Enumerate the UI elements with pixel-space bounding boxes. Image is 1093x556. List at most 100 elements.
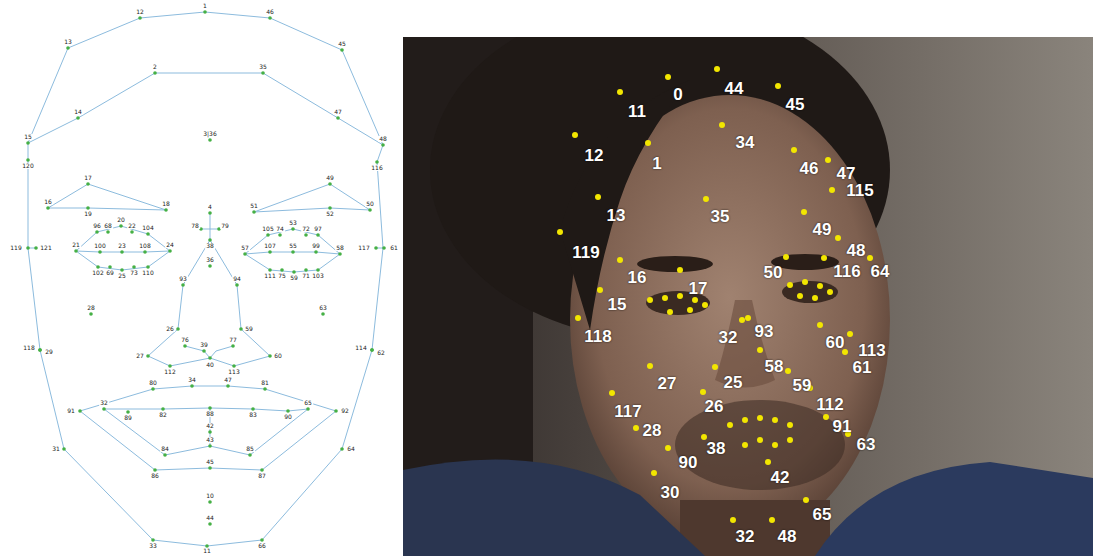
landmark-dot [96, 265, 100, 269]
landmark-number: 90 [283, 414, 293, 420]
landmark-number: 26 [165, 326, 175, 332]
tracking-dot [595, 194, 601, 200]
landmark-number: 40 [205, 362, 215, 368]
landmark-dot [120, 268, 124, 272]
figure-part [797, 293, 803, 299]
tracking-point-number: 44 [725, 80, 744, 97]
landmark-dot [119, 224, 123, 228]
landmark-number: 29 [44, 349, 54, 355]
figure-part [772, 442, 778, 448]
tracking-point-number: 60 [826, 334, 845, 351]
landmark-number: 68 [103, 223, 113, 229]
landmark-number: 48 [378, 136, 388, 142]
figure-part [692, 297, 698, 303]
landmark-dot [153, 468, 157, 472]
figure-part [742, 417, 748, 423]
landmark-dot [328, 182, 332, 186]
landmark-number: 45 [337, 41, 347, 47]
tracking-dot [785, 368, 791, 374]
landmark-number: 46 [265, 9, 275, 15]
landmark-dot [232, 364, 236, 368]
landmark-dot [168, 249, 172, 253]
landmark-dot [151, 538, 155, 542]
landmark-number: 58 [335, 245, 345, 251]
landmark-dot [120, 250, 124, 254]
tracking-dot [801, 209, 807, 215]
figure-part [647, 297, 653, 303]
landmark-number: 71 [301, 273, 311, 279]
landmark-number: 14 [73, 109, 83, 115]
beard [675, 400, 845, 490]
landmark-dot [292, 270, 296, 274]
landmark-dot [138, 16, 142, 20]
landmark-number: 74 [275, 226, 285, 232]
landmark-number: 49 [325, 175, 335, 181]
landmark-number: 61 [389, 245, 399, 251]
tracking-dot [791, 147, 797, 153]
tracking-point-number: 27 [658, 375, 677, 392]
landmark-dot [251, 407, 255, 411]
landmark-number: 28 [86, 305, 96, 311]
tracking-point-number: 35 [711, 208, 730, 225]
tracking-dot [701, 434, 707, 440]
landmark-dot [161, 407, 165, 411]
landmark-dot [151, 387, 155, 391]
landmark-number: 76 [180, 337, 190, 343]
tracking-point-number: 48 [847, 242, 866, 259]
tracking-dot [700, 389, 706, 395]
figure-part [812, 295, 818, 301]
landmark-number: 36 [205, 257, 215, 263]
landmark-dot [208, 522, 212, 526]
tracking-dot [821, 255, 827, 261]
landmark-number: 83 [248, 412, 258, 418]
landmark-dot [202, 349, 206, 353]
landmark-number: 31 [51, 446, 61, 452]
landmark-number: 105 [261, 226, 274, 232]
tracking-dot [647, 363, 653, 369]
landmark-dot [86, 206, 90, 210]
tracking-dot [783, 254, 789, 260]
tracking-dot [825, 157, 831, 163]
tracking-point-number: 0 [673, 86, 682, 103]
landmark-dot [268, 250, 272, 254]
landmark-number: 65 [303, 400, 313, 406]
tracking-point-number: 26 [705, 398, 724, 415]
landmark-number: 69 [105, 270, 115, 276]
tracking-dot [575, 315, 581, 321]
figure-part [772, 417, 778, 423]
landmark-number: 77 [228, 337, 238, 343]
landmark-number: 59 [244, 326, 254, 332]
landmark-dot [268, 354, 272, 358]
tracking-dot [677, 267, 683, 273]
figure-part [742, 442, 748, 448]
landmark-dot [34, 246, 38, 250]
nose-bridge [201, 229, 219, 230]
nose-bridge [210, 213, 211, 240]
landmark-dot [38, 348, 42, 352]
tracking-dot [765, 459, 771, 465]
tracking-point-number: 16 [628, 269, 647, 286]
landmark-number: 44 [205, 515, 215, 521]
landmark-dot [208, 138, 212, 142]
tracking-point-number: 15 [608, 296, 627, 313]
landmark-number: 50 [365, 201, 375, 207]
landmark-dot [126, 410, 130, 414]
landmark-dot [374, 246, 378, 250]
landmark-dot [208, 356, 212, 360]
landmark-dot [98, 250, 102, 254]
hoodie [815, 462, 1093, 556]
nostril-line [210, 346, 233, 358]
landmark-dot [130, 230, 134, 234]
landmark-dot [334, 409, 338, 413]
landmark-dot [46, 206, 50, 210]
landmark-dot [208, 500, 212, 504]
landmark-dot [263, 387, 267, 391]
figure-part [802, 279, 808, 285]
tracking-point-number: 91 [833, 418, 852, 435]
landmark-dot [176, 327, 180, 331]
landmark-number: 12 [135, 9, 145, 15]
landmark-dot [368, 208, 372, 212]
landmark-dot [106, 230, 110, 234]
eye [782, 281, 838, 303]
